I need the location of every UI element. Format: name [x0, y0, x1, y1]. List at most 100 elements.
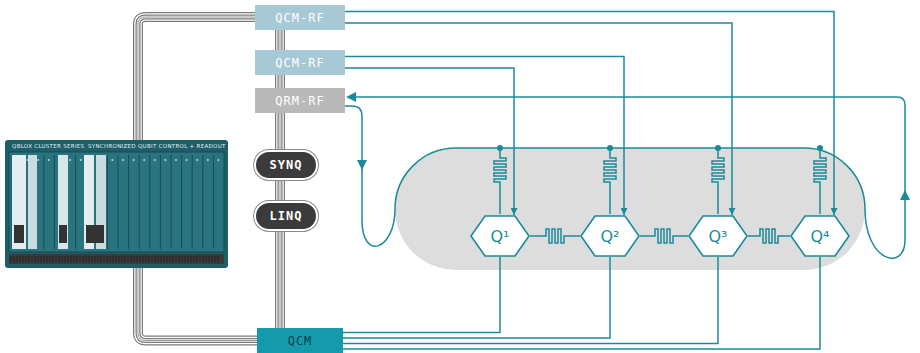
- grille: [74, 256, 75, 262]
- slot-line: [192, 155, 193, 249]
- cable-strand: [138, 268, 258, 341]
- flux-line: [343, 257, 820, 349]
- node-label: SYNQ: [270, 158, 303, 172]
- flux-line: [343, 257, 610, 338]
- grille: [170, 256, 171, 262]
- slot-led: [111, 159, 113, 161]
- cable-strand: [138, 17, 255, 140]
- sync-badge: SYNQ: [254, 150, 318, 180]
- grille: [194, 256, 195, 262]
- grille: [38, 256, 39, 262]
- grille: [44, 256, 45, 262]
- slot-line: [43, 155, 44, 249]
- grille: [164, 256, 165, 262]
- grille: [71, 256, 72, 262]
- node-label: Q⁴: [810, 227, 829, 246]
- slot-led: [122, 159, 124, 161]
- cable-strand: [138, 268, 258, 341]
- slot-led: [154, 159, 156, 161]
- grille: [20, 256, 21, 262]
- slot-line: [149, 155, 150, 249]
- grille: [56, 256, 57, 262]
- grille: [14, 256, 15, 262]
- grille: [32, 256, 33, 262]
- cable-strand: [138, 17, 255, 140]
- slot-led: [164, 159, 166, 161]
- cable-strand: [138, 17, 255, 140]
- grille: [26, 256, 27, 262]
- qubit: Q³: [688, 215, 748, 257]
- grille: [125, 256, 126, 262]
- cable-strand: [138, 17, 255, 140]
- grille: [203, 256, 204, 262]
- slot-led: [186, 159, 188, 161]
- grille: [212, 256, 213, 262]
- grille: [182, 256, 183, 262]
- cable-strand: [138, 17, 255, 140]
- grille: [11, 256, 12, 262]
- link-badge: LINQ: [254, 201, 318, 231]
- grille: [50, 256, 51, 262]
- readout-line: [345, 97, 905, 258]
- slot-line: [75, 155, 76, 249]
- grille: [119, 256, 120, 262]
- grille: [107, 256, 108, 262]
- grille: [143, 256, 144, 262]
- grille: [173, 256, 174, 262]
- grille: [218, 256, 219, 262]
- grille: [140, 256, 141, 262]
- flux-line: [343, 257, 500, 333]
- drive-line: [345, 12, 834, 216]
- slot-led: [175, 159, 177, 161]
- cluster-rack: [5, 140, 228, 268]
- node-label: LINQ: [270, 209, 303, 223]
- resonator-symbol: [814, 148, 826, 214]
- slot-line: [181, 155, 182, 249]
- slot-led: [48, 159, 50, 161]
- grille: [92, 256, 93, 262]
- grille: [176, 256, 177, 262]
- grille: [146, 256, 147, 262]
- node-label: Q¹: [490, 227, 509, 246]
- readout-module: QRM-RF: [255, 88, 345, 113]
- node-label: Q³: [708, 227, 727, 246]
- grille: [89, 256, 90, 262]
- grille: [161, 256, 162, 262]
- slot-line: [118, 155, 119, 249]
- grille: [209, 256, 210, 262]
- node-label: Q²: [600, 227, 619, 246]
- grille: [134, 256, 135, 262]
- grille: [122, 256, 123, 262]
- slot-line: [139, 155, 140, 249]
- coupler-symbol: [530, 229, 580, 243]
- grille: [167, 256, 168, 262]
- grille: [95, 256, 96, 262]
- grille: [35, 256, 36, 262]
- slot-led: [196, 159, 198, 161]
- grille: [155, 256, 156, 262]
- grille: [86, 256, 87, 262]
- slot-line: [171, 155, 172, 249]
- resonator-symbol: [604, 148, 616, 214]
- grille: [179, 256, 180, 262]
- flux-module: QCM: [257, 328, 343, 353]
- grille: [158, 256, 159, 262]
- drive-line: [345, 57, 624, 216]
- grille: [185, 256, 186, 262]
- slot-line: [128, 155, 129, 249]
- control-module: QCM-RF: [255, 50, 345, 75]
- slot-led: [207, 159, 209, 161]
- slot-led: [217, 159, 219, 161]
- quantum-chip: [395, 148, 865, 270]
- rack-caption: QBLOX CLUSTER SERIES: [12, 143, 84, 149]
- grille: [191, 256, 192, 262]
- grille: [116, 256, 117, 262]
- node-label: QRM-RF: [275, 94, 324, 108]
- grille: [17, 256, 18, 262]
- slot-line: [160, 155, 161, 249]
- grille: [215, 256, 216, 262]
- grille: [59, 256, 60, 262]
- grille: [83, 256, 84, 262]
